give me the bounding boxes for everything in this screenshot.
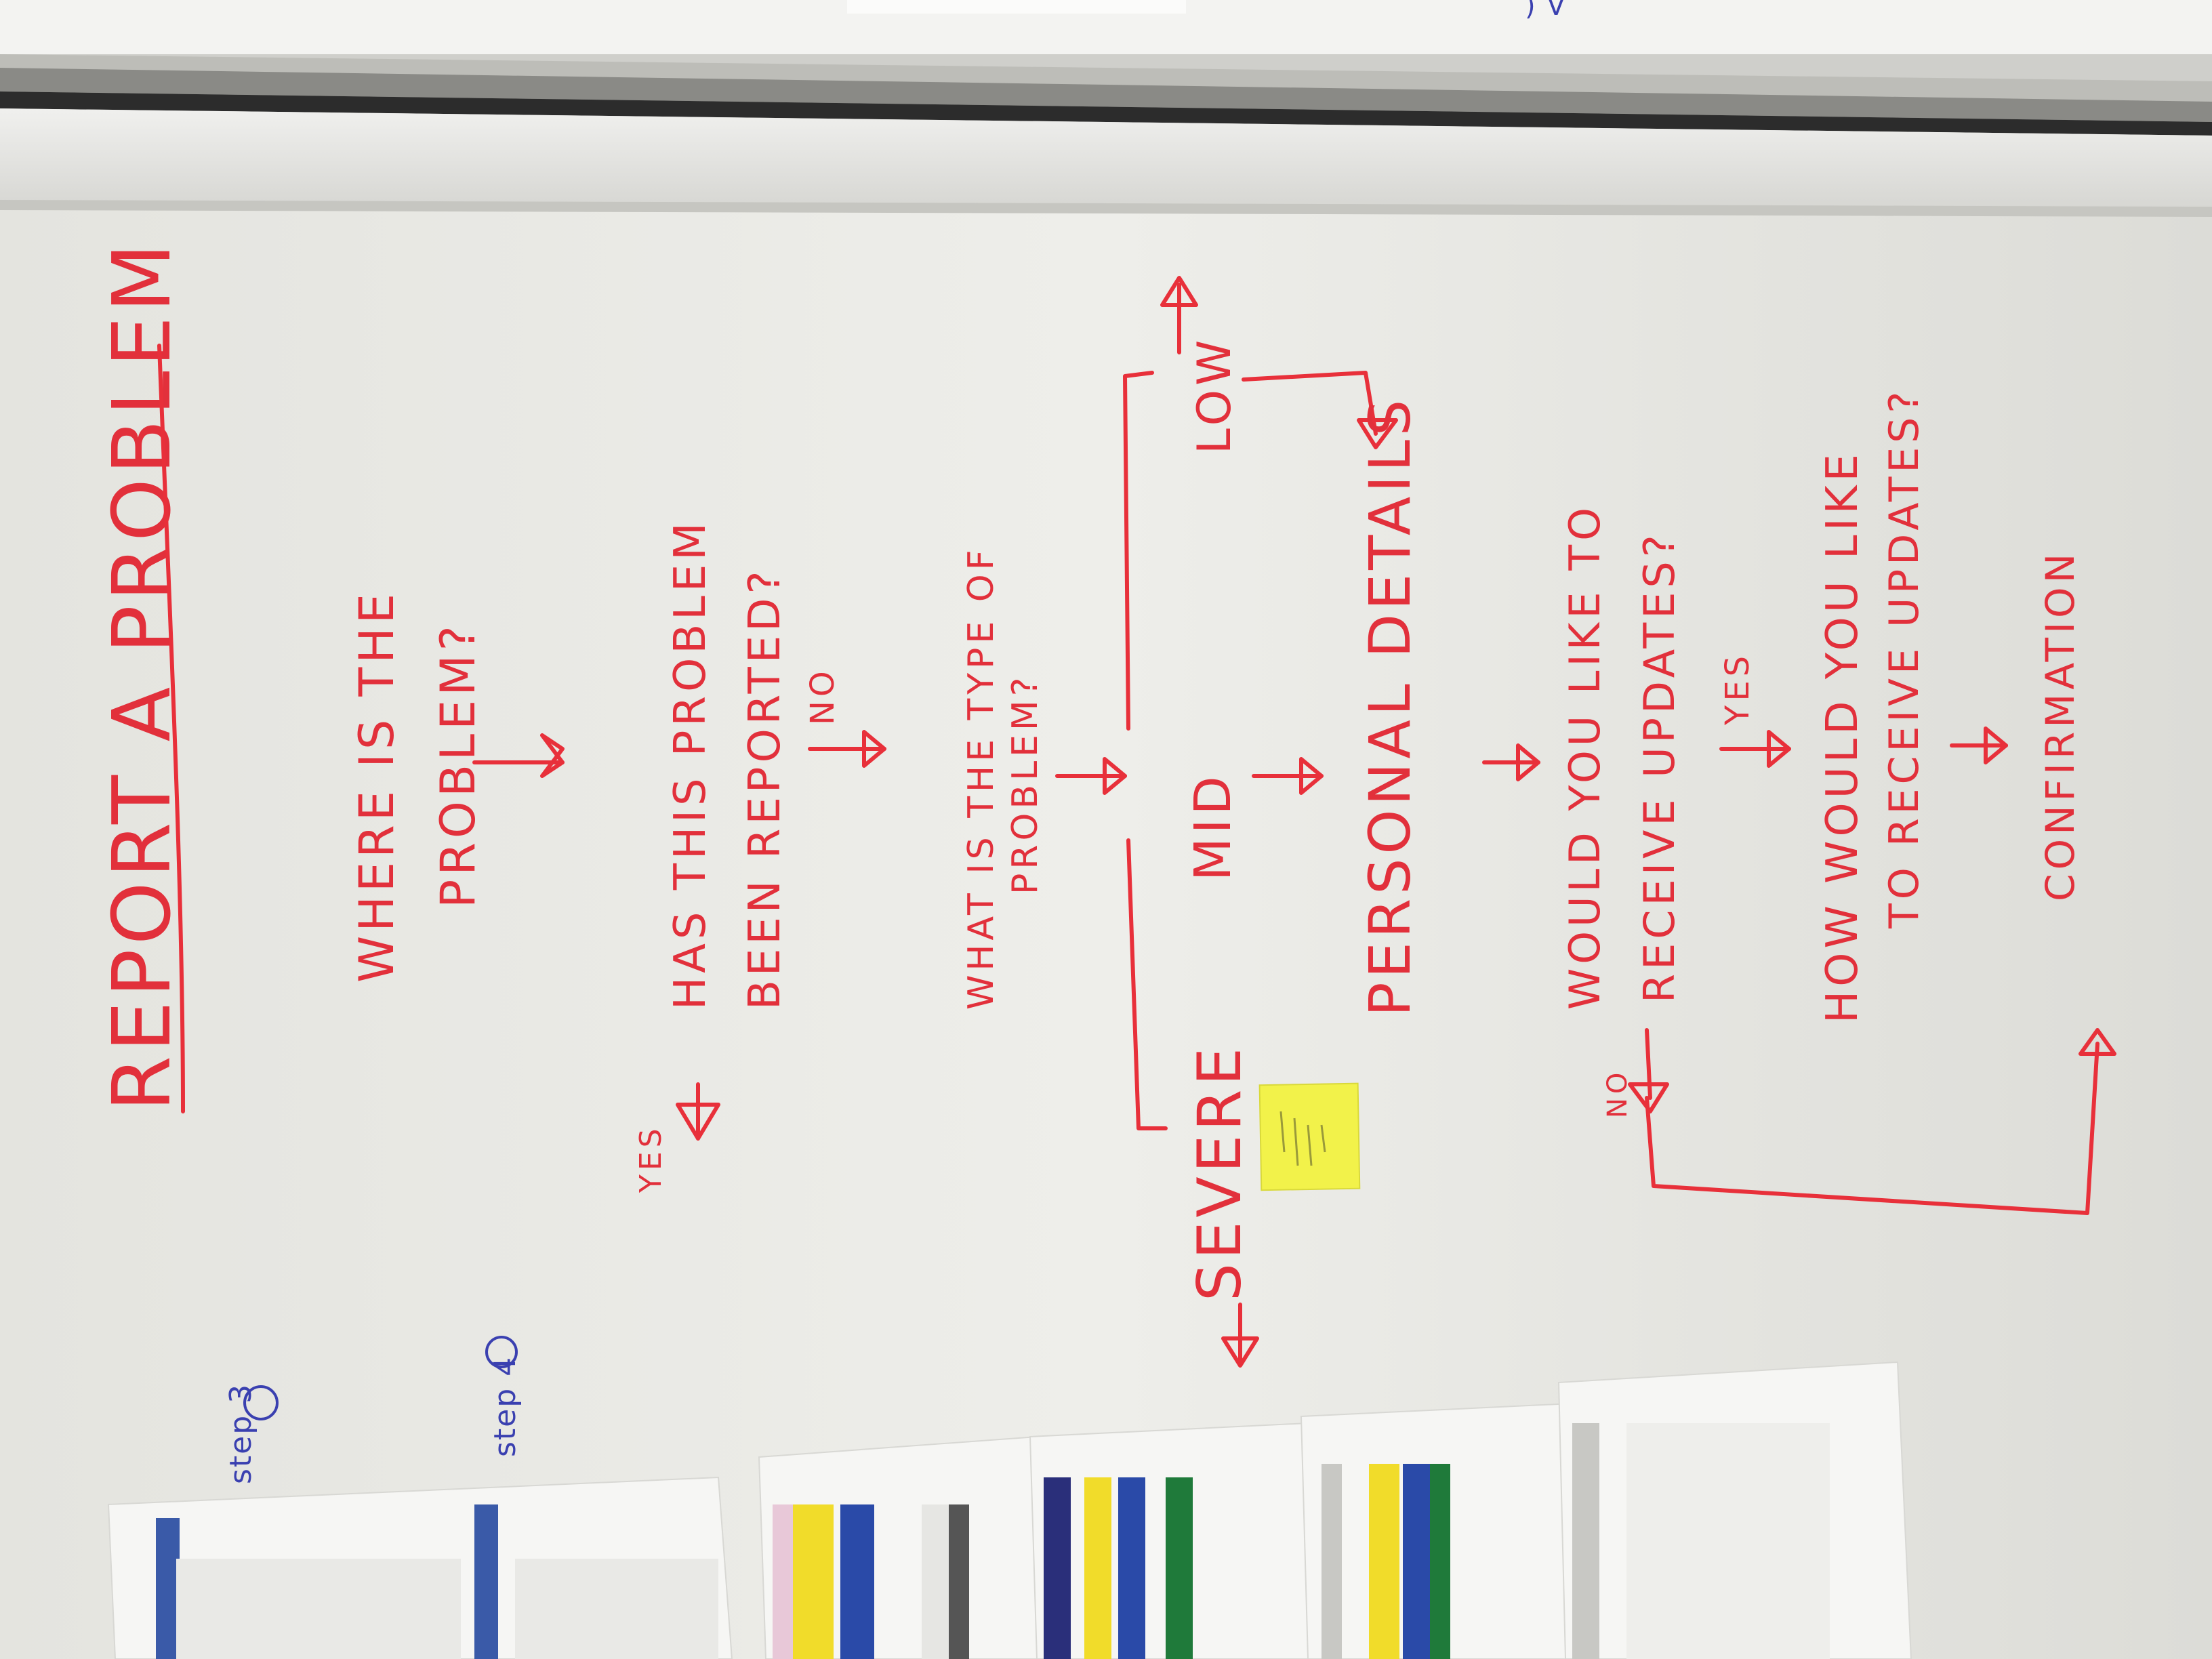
reported-text-line2: BEEN REPORTED? [740, 567, 790, 1010]
arrow-how-to-confirmation [1950, 726, 2008, 764]
low-to-personal-connector [1242, 371, 1378, 436]
arrow-low-up [1160, 276, 1198, 354]
personal-details-text: PERSONAL DETAILS [1357, 396, 1423, 1017]
severity-mid-label: MID [1184, 772, 1242, 881]
updates-question-line2: RECEIVE UPDATES? [1635, 531, 1684, 1003]
arrow-personal-to-updates [1482, 743, 1540, 781]
how-updates-line1: HOW WOULD YOU LIKE [1818, 450, 1868, 1023]
whiteboard-top-rail: ) V [0, 0, 2212, 217]
where-text-line2: PROBLEM? [430, 621, 486, 908]
wireframe-printouts [107, 1361, 1912, 1659]
arrow-where-to-reported [472, 733, 565, 778]
severity-low-label: LOW [1188, 336, 1242, 454]
arrow-type-to-severity [1055, 757, 1127, 795]
svg-text:) V: ) V [1525, 0, 1567, 22]
arrow-reported-no [808, 730, 886, 768]
how-updates-line2: TO RECEIVE UPDATES? [1881, 388, 1928, 929]
updates-no-loop-arrowhead-start [1628, 1082, 1669, 1113]
severity-severe-label: SEVERE [1185, 1044, 1254, 1301]
updates-no-label: NO [1602, 1069, 1633, 1118]
low-to-personal-arrowhead [1357, 418, 1398, 449]
updates-question-line1: WOULD YOU LIKE TO [1560, 504, 1610, 1010]
reported-yes-label: YES [634, 1124, 668, 1193]
arrow-updates-yes [1719, 730, 1791, 768]
reported-text-line1: HAS THIS PROBLEM [665, 518, 716, 1010]
sticky-note [1258, 1082, 1361, 1191]
title-underline [157, 344, 185, 1113]
type-text-line2: PROBLEM? [1005, 674, 1046, 895]
confirmation-text: CONFIRMATION [2037, 550, 2083, 901]
updates-no-loop [1645, 1028, 2100, 1215]
where-text-line1: WHERE IS THE [349, 590, 405, 983]
arrow-severe-down [1221, 1303, 1259, 1368]
step-3-circle [243, 1385, 279, 1420]
updates-yes-label: YES [1719, 652, 1757, 726]
step-3-label: step 3 [224, 1383, 258, 1484]
arrow-mid-to-personal [1252, 757, 1324, 795]
severity-bracket [1123, 371, 1168, 1130]
updates-no-loop-arrowhead-end [2078, 1028, 2116, 1056]
step-4-circle [485, 1336, 518, 1368]
type-text-line1: WHAT IS THE TYPE OF [961, 546, 1002, 1010]
step-4-label: step 4 [488, 1356, 523, 1457]
reported-no-label: NO [804, 667, 842, 725]
arrow-reported-yes [676, 1082, 720, 1141]
